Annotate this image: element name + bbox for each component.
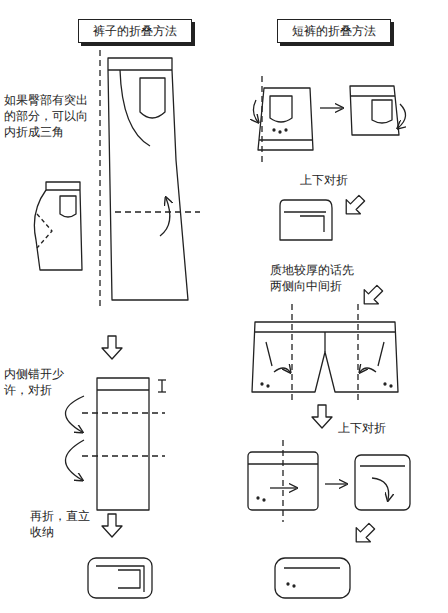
heading-text: 裤子的折叠方法 — [93, 23, 177, 39]
note-label: 再折，直立 收纳 — [30, 508, 96, 540]
heading-text: 短裤的折叠方法 — [292, 23, 376, 39]
note-label: 内侧错开少 许，对折 — [4, 366, 76, 398]
heading-box: 短裤的折叠方法 — [277, 19, 391, 43]
note-label: 质地较厚的话先 两侧向中间折 — [270, 262, 362, 294]
heading-box: 裤子的折叠方法 — [78, 19, 192, 43]
note-label: 如果臀部有突出 的部分，可以向 内折成三角 — [4, 92, 96, 141]
note-label: 上下对折 — [300, 172, 380, 188]
note-label: 上下对折 — [338, 420, 418, 436]
